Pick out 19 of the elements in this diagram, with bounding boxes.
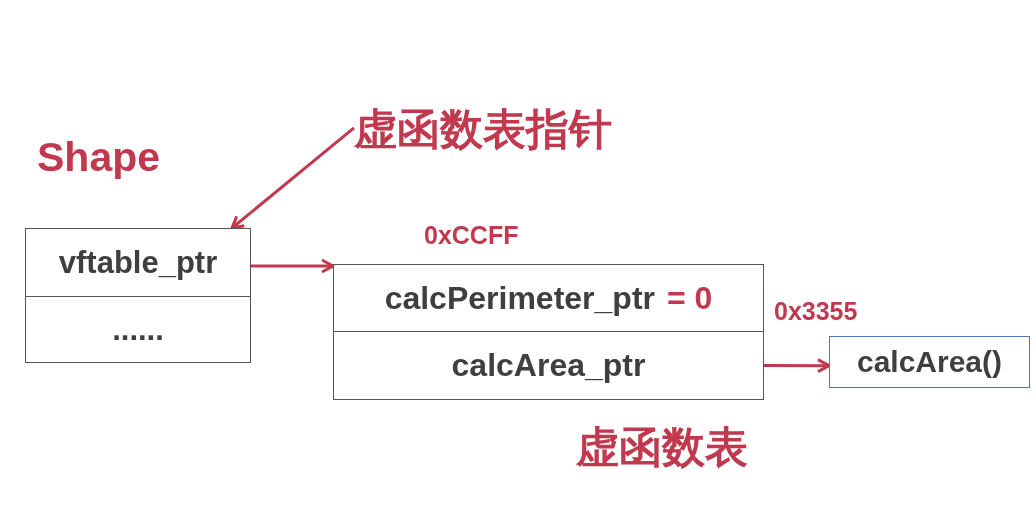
object-field xyxy=(25,296,251,363)
arrow xyxy=(251,258,335,274)
class-name: Shape xyxy=(37,134,161,182)
vtable-entry xyxy=(333,264,764,332)
entry-name: calcArea_ptr xyxy=(451,347,646,384)
address-label: 0xCCFF xyxy=(424,221,519,250)
pointer-caption: 虚函数表指针 xyxy=(354,104,626,156)
vtable-entry xyxy=(333,331,764,400)
address-label: 0x3355 xyxy=(774,297,858,326)
value-text: = 0 xyxy=(667,279,713,317)
arrow xyxy=(230,126,355,230)
object-field xyxy=(25,228,251,297)
ellipsis-text: ...... xyxy=(112,311,164,348)
entry-name: calcPerimeter_ptr xyxy=(384,279,655,317)
table-caption: 虚函数表 xyxy=(576,423,748,473)
field-name: vftable_ptr xyxy=(58,244,218,281)
arrow xyxy=(764,358,831,374)
function-name: calcArea() xyxy=(856,344,1003,380)
function-box xyxy=(829,336,1030,388)
